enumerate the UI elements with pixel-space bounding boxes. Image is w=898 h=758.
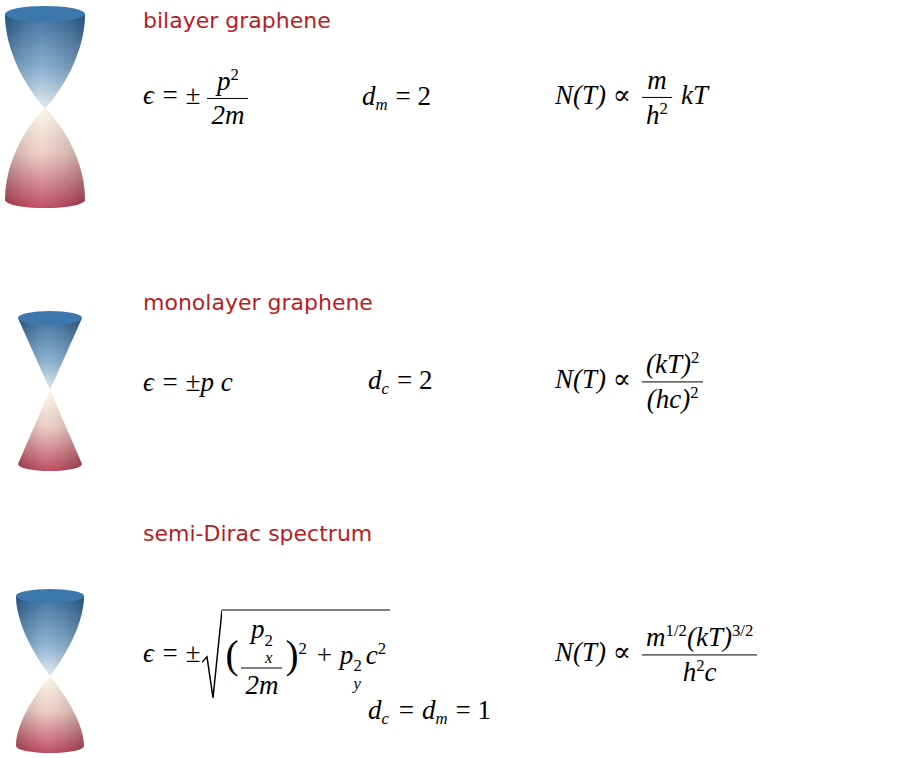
formula-term: m (646, 622, 666, 652)
formula-term: + p (315, 639, 353, 669)
section-title: monolayer graphene (143, 290, 373, 315)
formula-term: 2 (299, 638, 307, 657)
formula-term: x (265, 649, 273, 667)
section-title: bilayer graphene (143, 8, 331, 33)
formula-term: y (353, 674, 361, 692)
numerator: m (642, 65, 672, 98)
formula-term: 2 (230, 65, 238, 84)
formula-line: N(T) ∝(kT)2(hc)2 (555, 348, 706, 415)
section-title: semi-Dirac spectrum (143, 521, 372, 546)
formula-line: dc = dm = 1 (368, 694, 491, 729)
radical-sign (202, 610, 222, 701)
formula-term: c (382, 709, 389, 728)
formula-term: p (217, 66, 231, 96)
formula-term: N(T) ∝ (555, 80, 631, 110)
denominator: 2m (241, 668, 282, 700)
formula-term: (hc) (647, 385, 690, 415)
formula-term: d (368, 365, 382, 395)
formula-line: ϵ = ±p c (143, 366, 233, 398)
radicand: (p2x2m)2+ p2yc2 (222, 610, 390, 701)
formula-term: 2m (211, 100, 244, 130)
formula-term: d (368, 695, 382, 725)
formula-line: ϵ = ±p22m (143, 65, 251, 131)
square-root: (p2x2m)2+ p2yc2 (202, 610, 390, 701)
denominator: (hc)2 (642, 383, 703, 416)
formula-term: 2m (245, 669, 278, 699)
denominator: h2c (642, 656, 757, 689)
fraction: (kT)2(hc)2 (642, 348, 703, 415)
denominator: h2 (642, 98, 672, 131)
fraction: p22m (207, 65, 248, 131)
semi-dirac-figure (16, 589, 84, 753)
formula-term: = d (397, 695, 435, 725)
script-stack: 2y (353, 657, 361, 692)
paraboloid-figure (5, 6, 85, 208)
formula-line: dm = 2 (362, 80, 431, 115)
formula-term: p (251, 614, 265, 644)
formula-term: ϵ = ± (143, 80, 200, 110)
numerator: p2 (207, 65, 248, 99)
formula-term: 2 (691, 348, 699, 367)
formula-term: N(T) ∝ (555, 637, 631, 667)
formula-term: m (376, 95, 388, 114)
formula-term: 2 (265, 631, 273, 649)
formula-term: c (705, 658, 717, 688)
formula-term: h (683, 658, 697, 688)
formula-term: 2 (690, 384, 698, 403)
fraction: mh2 (642, 65, 672, 131)
cone-figure (18, 311, 82, 471)
formula-term: 2 (660, 99, 668, 118)
formula-term: 2 (696, 657, 704, 676)
numerator: m1/2(kT)3/2 (642, 621, 757, 655)
formula-term: 1/2 (666, 621, 687, 640)
formula-term: N(T) ∝ (555, 364, 631, 394)
formula-term: (kT) (687, 622, 732, 652)
formula-term: h (646, 100, 660, 130)
formula-term: c (366, 639, 378, 669)
formula-term: (kT) (646, 349, 691, 379)
formula-term: ( (225, 633, 238, 676)
formula-term: m (647, 65, 667, 95)
formula-line: ϵ = ±(p2x2m)2+ p2yc2 (143, 610, 390, 701)
formula-line: N(T) ∝ mh2 kT (555, 65, 708, 131)
formula-term: = 2 (396, 81, 431, 111)
numerator: p2x (241, 614, 282, 669)
fraction: p2x2m (241, 614, 282, 701)
formula-term: m (435, 709, 447, 728)
formula-term: ) (285, 633, 298, 676)
formula-term: ϵ = ± (143, 637, 200, 667)
formula-term: = 2 (397, 365, 432, 395)
script-stack: 2x (265, 631, 273, 666)
formula-term: 3/2 (732, 621, 753, 640)
formula-term: 2 (378, 638, 386, 657)
numerator: (kT)2 (642, 348, 703, 382)
formula-line: N(T) ∝m1/2(kT)3/2h2c (555, 621, 760, 688)
formula-term: ϵ = ±p c (143, 367, 233, 397)
formula-term: 2 (353, 657, 361, 675)
formula-term: = 1 (456, 695, 491, 725)
formula-term: c (382, 379, 389, 398)
formula-term: kT (681, 80, 708, 110)
denominator: 2m (207, 99, 248, 131)
fraction: m1/2(kT)3/2h2c (642, 621, 757, 688)
formula-line: dc = 2 (368, 364, 432, 399)
formula-term: d (362, 81, 376, 111)
